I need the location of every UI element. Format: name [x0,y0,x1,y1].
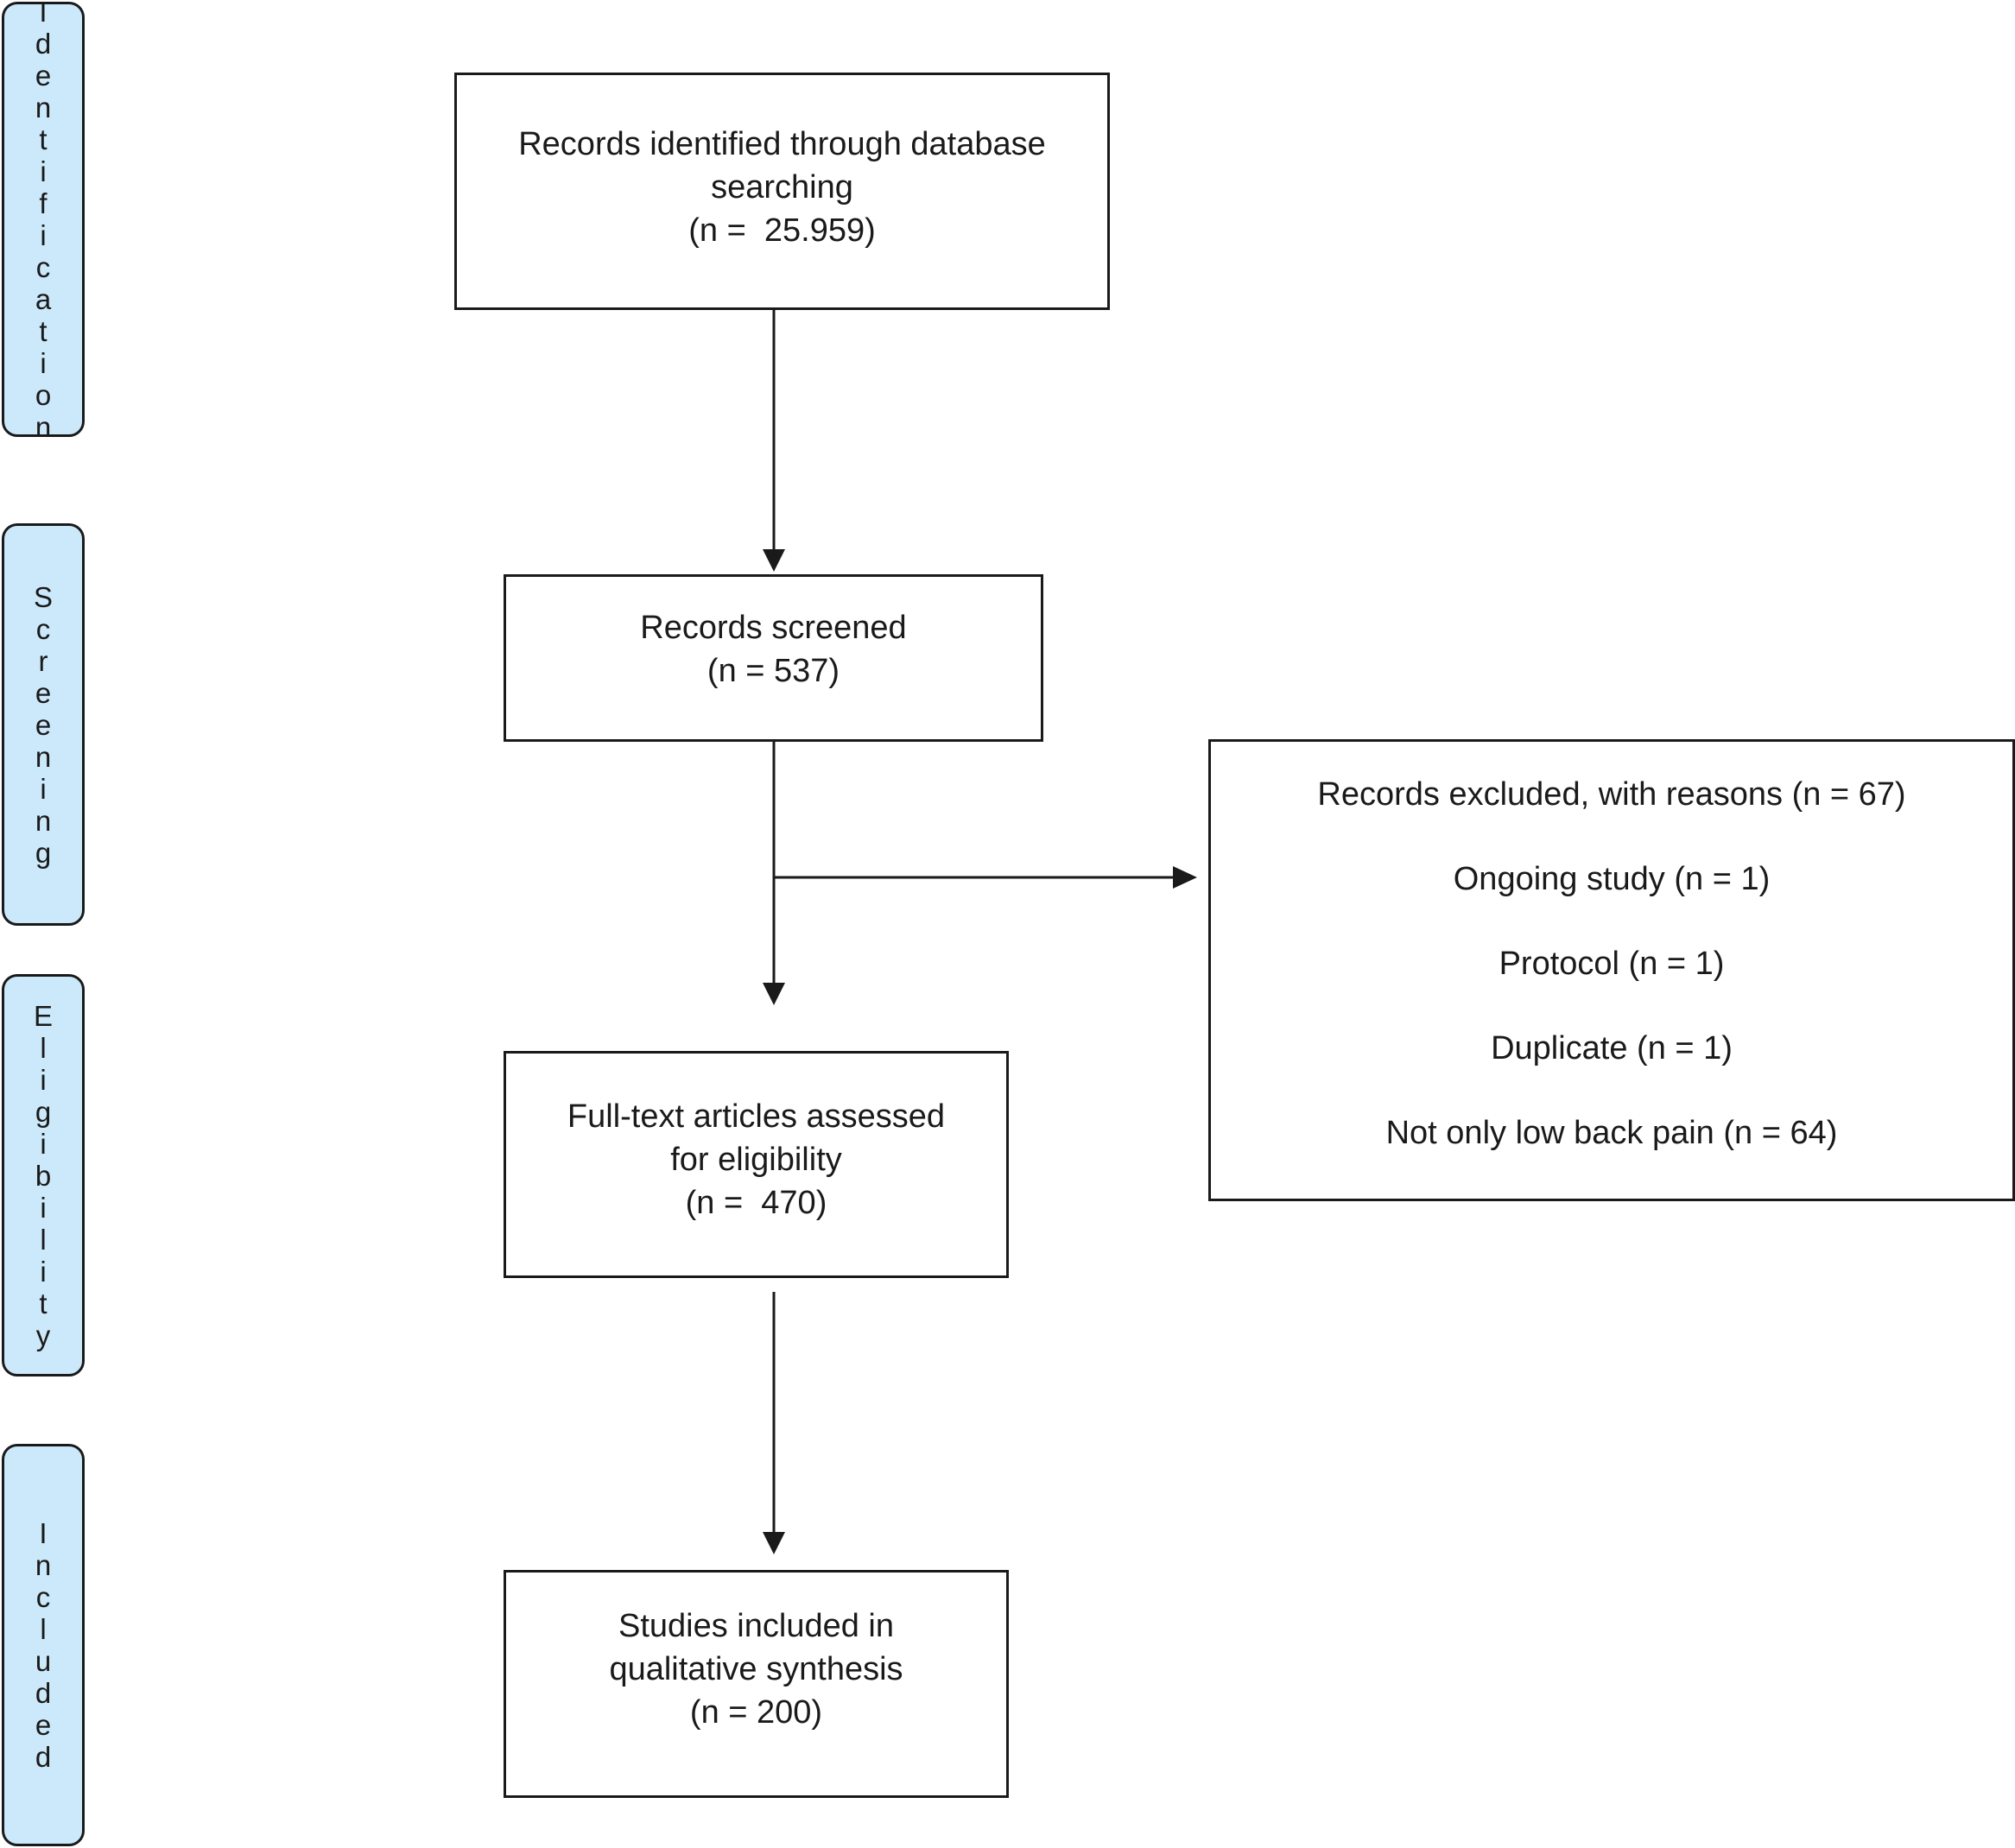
stage-letter: i [40,1191,47,1224]
stage-letter: d [35,1741,52,1773]
box-text-line: Records identified through database [518,125,1046,162]
stage-letter: i [40,772,47,805]
stage-letter: d [35,28,52,60]
stage-letter: e [35,60,52,92]
box-count: (n = 25.959) [688,212,876,249]
stage-letter: f [39,187,48,219]
stage-letter: e [35,708,52,741]
stage-letter: I [39,0,48,28]
box-text-line: Records screened [640,610,907,646]
stage-letter: e [35,676,52,709]
stage-letter: i [40,1127,47,1160]
stage-letter: l [40,1223,47,1256]
box-text-line: searching [711,168,853,206]
excluded-reason: Not only low back pain (n = 64) [1385,1115,1838,1151]
stage-letter: g [35,836,52,869]
box-text-line: qualitative synthesis [609,1651,903,1687]
stage-letter: d [35,1677,52,1709]
stage-letter: r [38,644,48,677]
arrowhead-right [1173,866,1197,889]
records-identified-box: Records identified through database sear… [454,73,1110,310]
stage-letter: t [39,1287,48,1320]
full-text-assessed-box: Full-text articles assessed for eligibil… [504,1051,1009,1278]
stage-letter: a [35,283,52,315]
stage-letter: c [35,612,51,645]
stage-letter: i [40,219,47,251]
stage-letter: n [35,804,52,837]
arrowhead-down [763,983,785,1005]
box-text-line: Studies included in [618,1608,894,1644]
stage-letter: n [35,740,52,773]
stage-letter: c [35,1581,51,1613]
stage-letter: n [35,411,52,443]
stage-letter: n [35,1549,52,1581]
stage-letter: u [35,1645,52,1677]
box-text-line: Full-text articles assessed [567,1098,946,1135]
stage-letter: e [35,1709,52,1741]
excluded-reason: Duplicate (n = 1) [1491,1030,1733,1066]
stage-letter: i [40,1255,47,1288]
stage-letter: c [35,251,51,283]
stage-letter: i [40,155,47,187]
studies-included-box: Studies included in qualitative synthesi… [504,1570,1009,1798]
arrowhead-down [763,549,785,572]
stage-letter: o [35,379,52,411]
stage-letter: b [35,1159,52,1192]
stage-letter: t [39,315,48,347]
records-excluded-box: Records excluded, with reasons (n = 67) … [1208,739,2015,1201]
stage-letter: S [33,580,53,613]
records-screened-box: Records screened (n = 537) [504,574,1043,742]
box-count: (n = 537) [707,653,840,689]
arrowhead-down [763,1532,785,1554]
stage-letter: E [33,999,53,1032]
stage-letter: n [35,92,52,123]
stage-letter: I [39,1517,48,1549]
box-text-line: for eligibility [670,1141,842,1178]
stage-letter: i [40,1063,47,1096]
excluded-reason: Protocol (n = 1) [1499,946,1725,982]
box-count: (n = 470) [685,1184,827,1221]
box-count: (n = 200) [689,1694,823,1731]
stage-letter: i [40,347,47,379]
stage-letter: y [35,1319,51,1351]
stage-letter: l [40,1613,47,1645]
stage-letter: t [39,123,48,155]
excluded-reason: Ongoing study (n = 1) [1453,861,1771,897]
excluded-title: Records excluded, with reasons (n = 67) [1317,776,1906,813]
stage-letter: l [40,1031,47,1064]
stage-letter: g [35,1095,52,1128]
